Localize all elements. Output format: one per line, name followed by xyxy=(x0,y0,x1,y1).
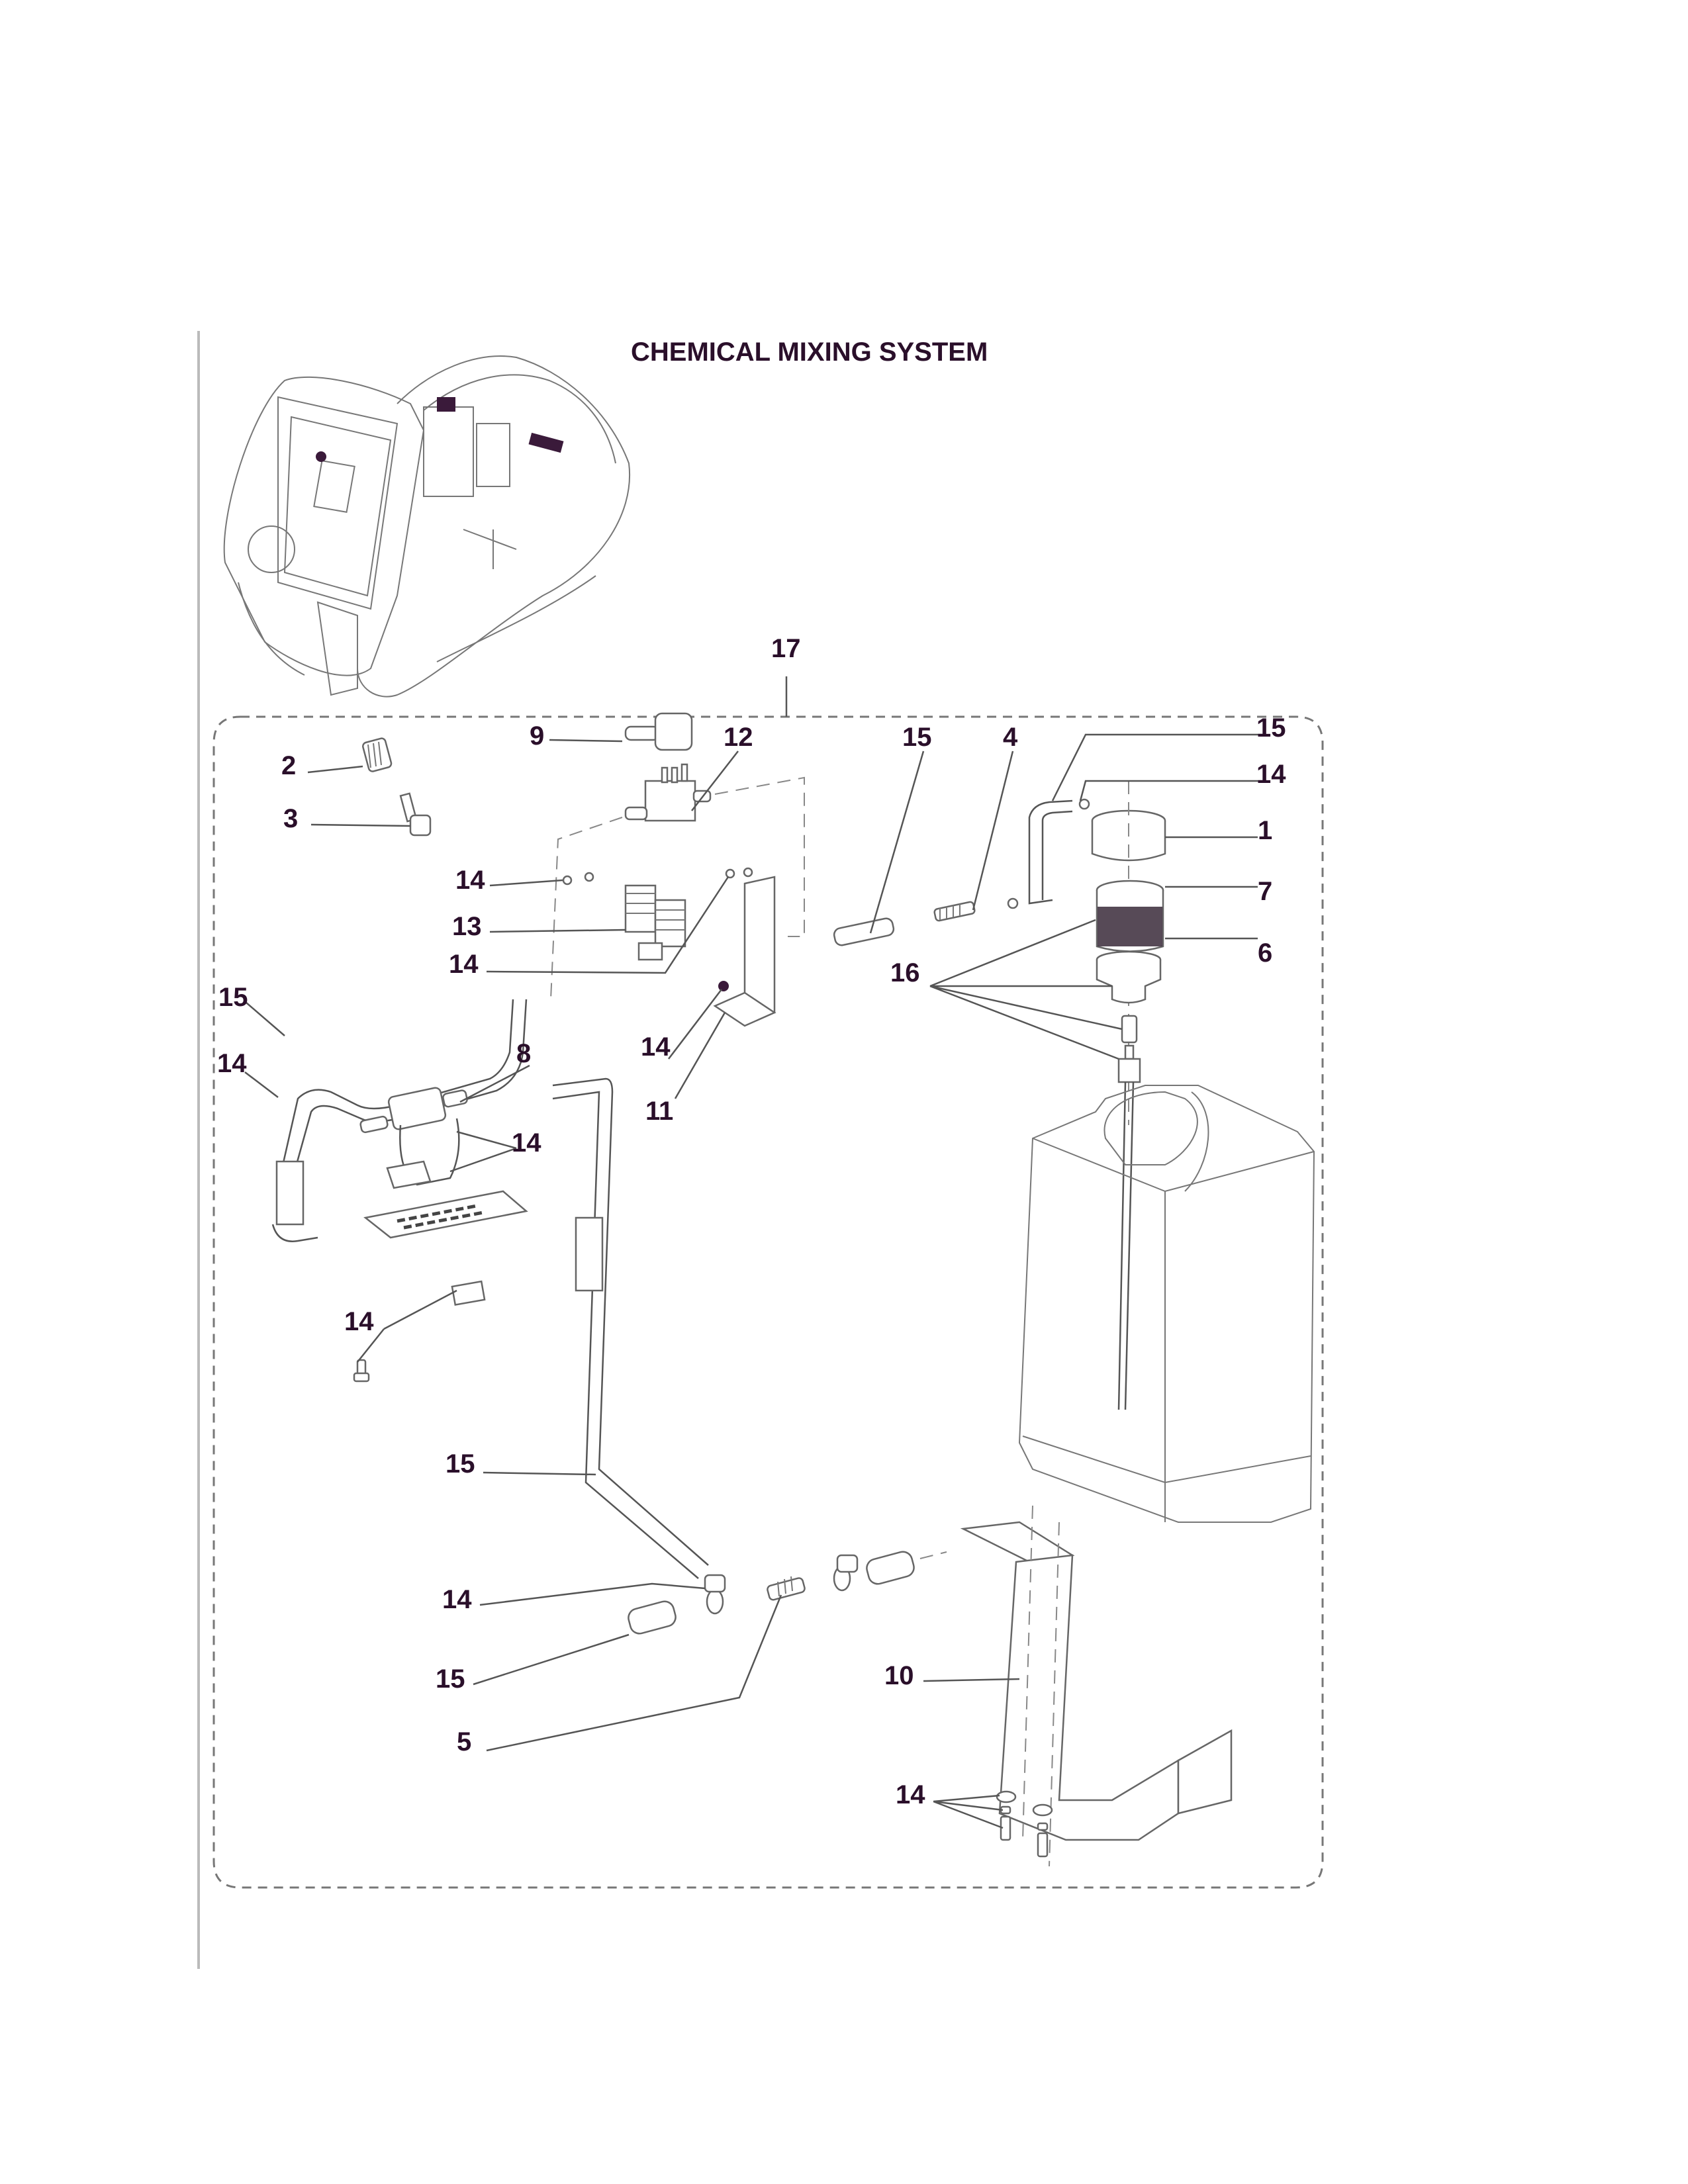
part-13-heat-sink xyxy=(624,884,686,961)
callout-4: 4 xyxy=(1003,723,1018,752)
callout-14: 14 xyxy=(217,1049,247,1078)
callout-2: 2 xyxy=(281,751,297,780)
part-2-knob xyxy=(362,737,393,772)
callout-7: 7 xyxy=(1258,877,1273,906)
part-6-adapter xyxy=(1096,950,1162,1004)
part-14-clamp-right xyxy=(1078,798,1090,810)
part-7-threaded-filter xyxy=(1096,880,1164,952)
callout-15: 15 xyxy=(902,723,932,752)
hose-sleeve-label xyxy=(575,1216,604,1292)
callout-13: 13 xyxy=(452,912,482,941)
callout-14: 14 xyxy=(1256,760,1286,789)
part-15-hose-short-left xyxy=(628,1600,677,1635)
leader-lines xyxy=(244,733,1264,1829)
callout-8: 8 xyxy=(516,1039,532,1068)
callout-16: 16 xyxy=(890,958,920,987)
part-12-solenoid-valve xyxy=(624,763,712,822)
part-15-hose-mid xyxy=(833,917,895,946)
part-8-pump xyxy=(359,1087,468,1189)
callout-15: 15 xyxy=(445,1449,475,1479)
part-14-washers-and-bolts xyxy=(996,1790,1053,1858)
part-3-metering-valve xyxy=(399,792,432,837)
part-14-left-bracket xyxy=(275,1160,305,1226)
callout-14: 14 xyxy=(512,1128,541,1158)
part-15-hose-short-right xyxy=(866,1551,915,1585)
part-11-mounting-bracket xyxy=(713,876,776,1027)
callout-3: 3 xyxy=(283,804,299,833)
part-15-hose-right xyxy=(1028,799,1073,905)
callout-15: 15 xyxy=(436,1664,465,1694)
part-4-inline-fitting xyxy=(933,901,976,922)
callout-14: 14 xyxy=(896,1780,925,1809)
machine-overview-illustration xyxy=(223,355,631,698)
part-14-clamp-lower xyxy=(704,1574,726,1615)
callout-17: 17 xyxy=(771,634,801,663)
part-14-clip-and-screw xyxy=(353,1280,486,1383)
callout-1: 1 xyxy=(1258,816,1273,845)
part-9-inlet-fitting xyxy=(624,712,693,751)
callout-10: 10 xyxy=(884,1661,914,1690)
callout-14: 14 xyxy=(449,950,479,979)
part-15-hose-long xyxy=(552,1077,709,1566)
callout-14: 14 xyxy=(344,1307,374,1336)
callout-9: 9 xyxy=(530,721,545,751)
part-16-pickup-tube xyxy=(1117,1015,1141,1410)
assembly-17-boundary xyxy=(212,715,1324,1889)
part-14-clamp-right-lower xyxy=(833,1554,859,1592)
callout-5: 5 xyxy=(457,1727,472,1756)
callout-12: 12 xyxy=(724,723,753,752)
part-15-hose-left xyxy=(280,999,514,1172)
callout-6: 6 xyxy=(1258,938,1273,968)
part-5-tee-fitting xyxy=(767,1576,806,1601)
callout-14: 14 xyxy=(442,1585,472,1614)
chemical-container-jug xyxy=(1018,1085,1315,1523)
callout-15: 15 xyxy=(218,983,248,1012)
callout-14: 14 xyxy=(455,866,485,895)
callout-14: 14 xyxy=(641,1032,671,1062)
part-14-screws-upper xyxy=(562,867,753,886)
diagram-title: CHEMICAL MIXING SYSTEM xyxy=(631,338,988,367)
pump-decal-label xyxy=(363,1190,528,1239)
callout-11: 11 xyxy=(645,1097,674,1126)
callout-15: 15 xyxy=(1256,713,1286,743)
